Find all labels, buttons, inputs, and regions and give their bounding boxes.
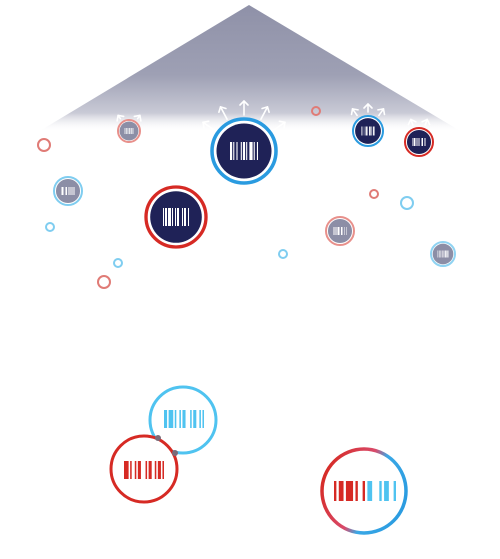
particle-dot xyxy=(97,275,111,289)
emission-arrows xyxy=(350,103,386,117)
cell-body xyxy=(55,178,81,204)
arrow-up-icon xyxy=(133,114,142,122)
barcode-icon xyxy=(210,117,278,185)
arrow-up-icon xyxy=(363,103,373,113)
arrow-up-icon xyxy=(272,120,286,132)
fusion-point xyxy=(155,435,161,441)
particle-dot xyxy=(311,106,321,116)
barcode-stripes xyxy=(333,227,347,235)
barcode-icon xyxy=(334,481,396,501)
barcoded-cells xyxy=(53,100,456,267)
particle-dot xyxy=(45,222,55,232)
particle-dot xyxy=(113,258,123,268)
barcode-stripes xyxy=(163,208,189,226)
barcode-stripes xyxy=(61,187,75,195)
barcode-stripes xyxy=(437,250,449,258)
barcode-icon xyxy=(117,119,141,143)
particle-dot xyxy=(278,249,288,259)
arrow-up-icon xyxy=(260,106,270,121)
hybrid-cell-icon xyxy=(320,447,408,535)
particle-dot xyxy=(400,196,414,210)
barcode-icon xyxy=(164,410,204,428)
fused-cells-icon xyxy=(109,385,218,504)
arrow-up-icon xyxy=(239,100,249,116)
barcode-stripes xyxy=(230,142,258,160)
barcode-icon xyxy=(352,115,384,147)
arrow-up-icon xyxy=(116,114,125,122)
particle-dot xyxy=(37,138,51,152)
barcode-stripes xyxy=(164,410,204,428)
barcode-icon xyxy=(430,241,456,267)
fused-red-cell xyxy=(109,434,179,504)
cone-beam xyxy=(38,5,462,132)
barcode-stripes xyxy=(124,128,134,134)
barcode-stripes xyxy=(124,461,164,479)
barcode-stripes xyxy=(334,481,396,501)
barcode-stripes xyxy=(361,126,375,136)
scattered-particles xyxy=(37,106,414,289)
emission-arrows xyxy=(407,118,431,126)
barcode-icon xyxy=(124,461,164,479)
fusion-point xyxy=(172,450,178,456)
arrow-up-icon xyxy=(202,120,216,132)
barcode-icon xyxy=(404,127,434,157)
barcode-icon xyxy=(144,185,208,249)
arrow-up-icon xyxy=(407,118,417,126)
arrow-up-icon xyxy=(218,106,228,121)
barcode-stripes xyxy=(412,138,426,146)
barcode-icon xyxy=(53,176,83,206)
barcode-icon xyxy=(325,216,355,246)
arrow-up-icon xyxy=(421,118,431,126)
particle-dot xyxy=(369,189,379,199)
arrow-up-icon xyxy=(350,108,359,117)
emission-arrows xyxy=(202,100,286,132)
emission-arrows xyxy=(116,114,142,122)
arrow-up-icon xyxy=(377,108,386,117)
